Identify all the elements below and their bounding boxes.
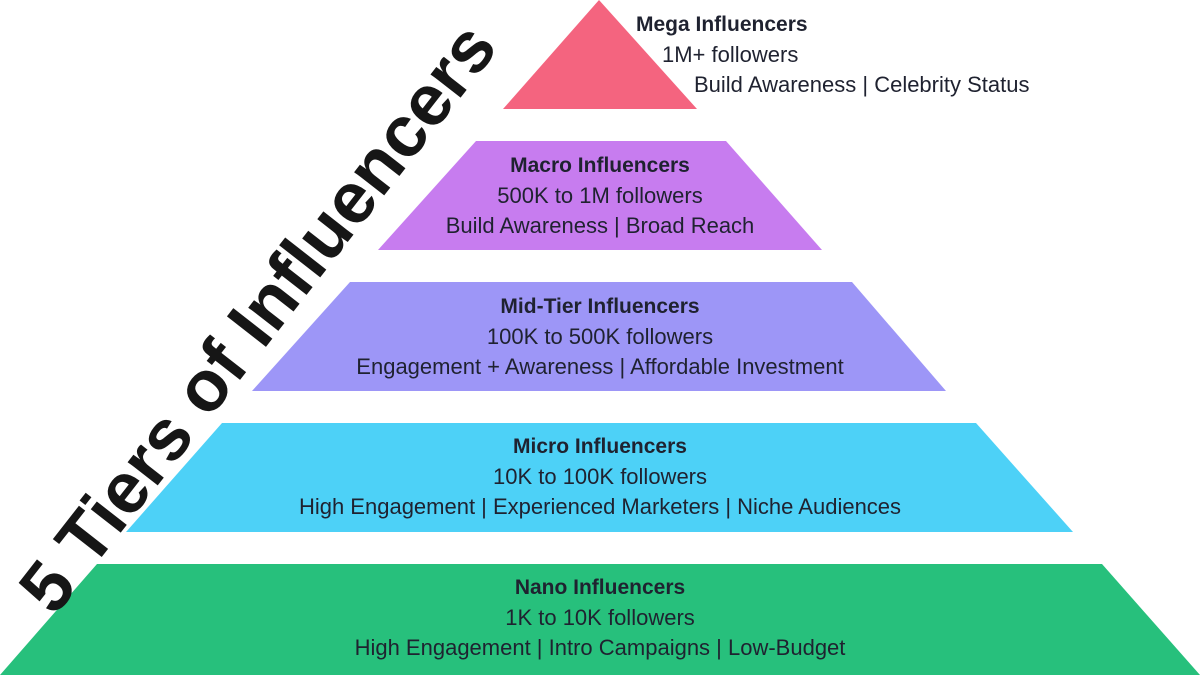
tier-name: Nano Influencers xyxy=(514,576,686,599)
tier-traits: Engagement + Awareness | Affordable Inve… xyxy=(356,354,844,379)
tier-followers: 1M+ followers xyxy=(662,42,799,67)
tier-mega-label: Mega Influencers 1M+ followers Build Awa… xyxy=(636,10,1029,100)
tier-micro-shape xyxy=(126,423,1073,532)
tier-micro-label: Micro Influencers 10K to 100K followers … xyxy=(150,432,1050,522)
tier-nano-shape xyxy=(0,564,1200,675)
tier-followers: 500K to 1M followers xyxy=(497,183,703,208)
tier-traits: Build Awareness | Broad Reach xyxy=(445,213,755,238)
tier-nano-label: Nano Influencers 1K to 10K followers Hig… xyxy=(100,573,1100,663)
tier-traits: High Engagement | Experienced Marketers … xyxy=(298,494,902,519)
tier-mega-shape xyxy=(503,0,697,109)
tier-mid-shape xyxy=(252,282,946,391)
tier-followers: 10K to 100K followers xyxy=(492,464,708,489)
tier-followers: 1K to 10K followers xyxy=(505,605,695,630)
tier-name: Mega Influencers xyxy=(636,13,808,36)
tier-traits: High Engagement | Intro Campaigns | Low-… xyxy=(354,635,846,660)
tier-name: Macro Influencers xyxy=(510,154,690,177)
tier-followers: 100K to 500K followers xyxy=(486,324,714,349)
tier-traits: Build Awareness | Celebrity Status xyxy=(694,72,1030,97)
tier-macro-shape xyxy=(378,141,822,250)
tier-mid-label: Mid-Tier Influencers 100K to 500K follow… xyxy=(250,292,950,382)
tier-name: Micro Influencers xyxy=(513,435,687,458)
tier-macro-label: Macro Influencers 500K to 1M followers B… xyxy=(350,151,850,241)
tier-name: Mid-Tier Influencers xyxy=(500,295,700,318)
